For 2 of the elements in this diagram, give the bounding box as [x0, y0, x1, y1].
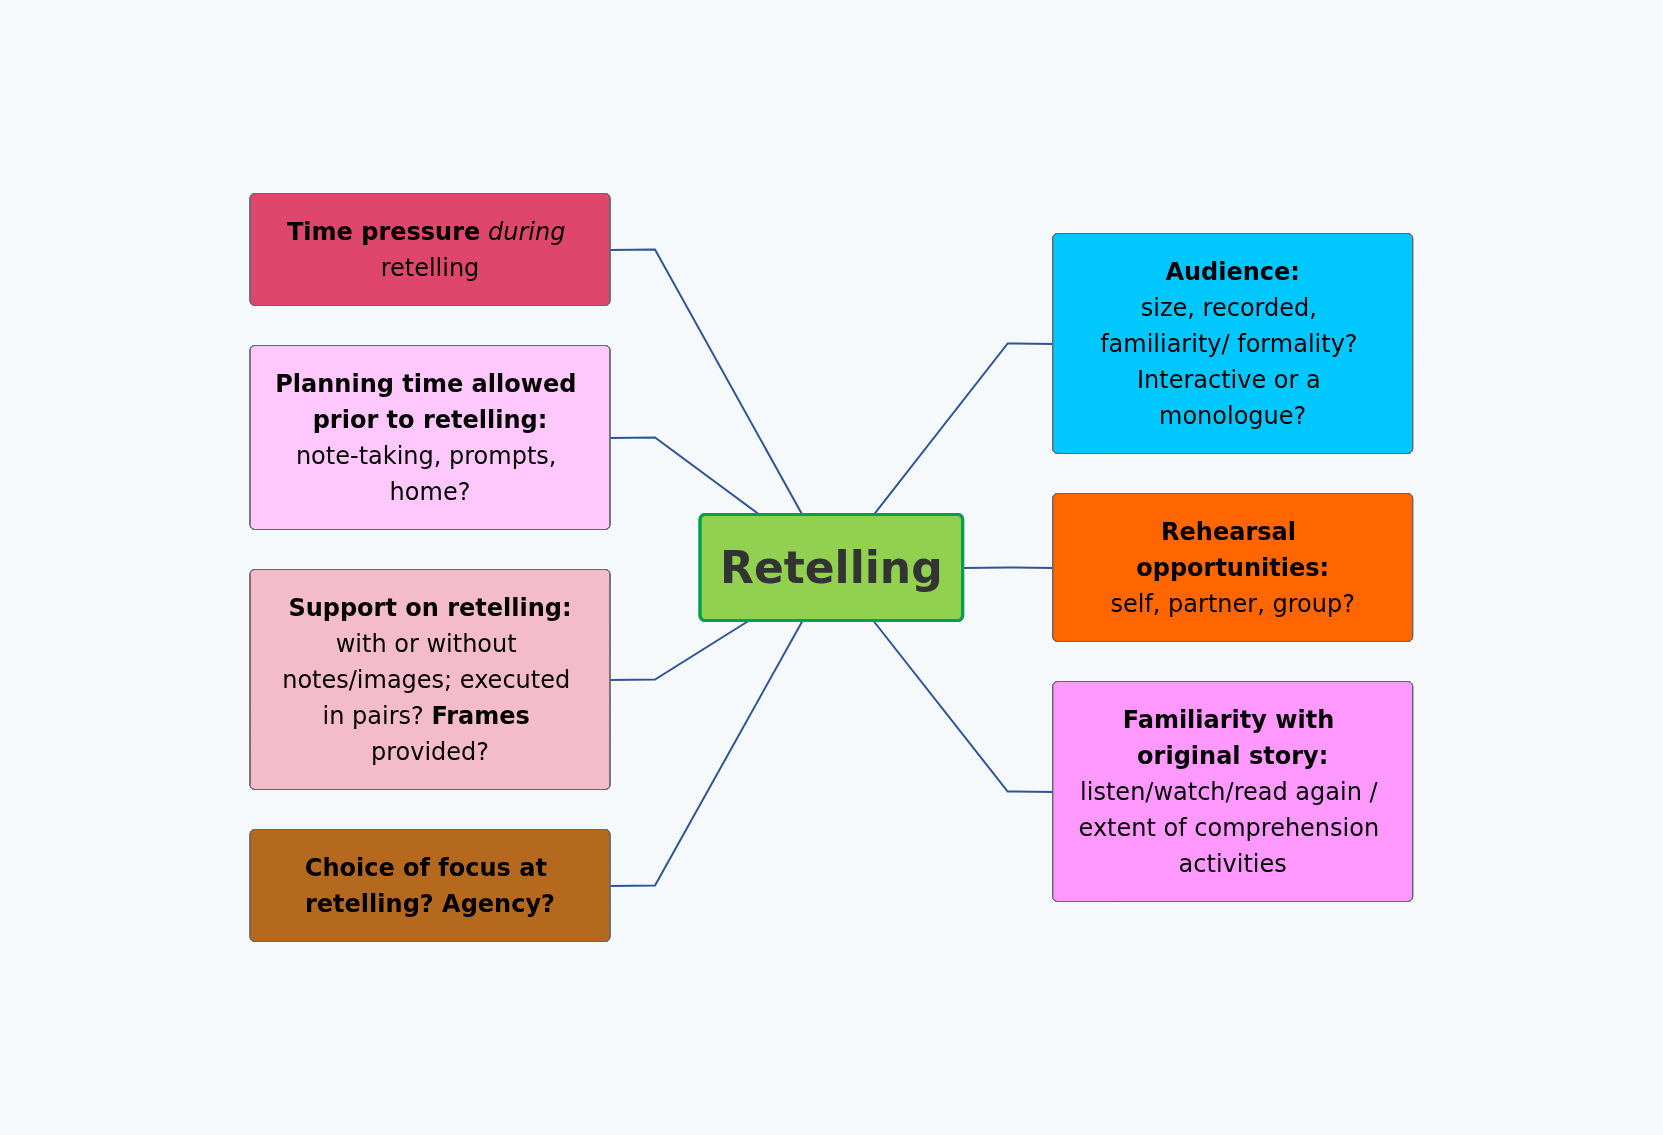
connector — [609, 620, 804, 887]
connector — [609, 620, 750, 681]
